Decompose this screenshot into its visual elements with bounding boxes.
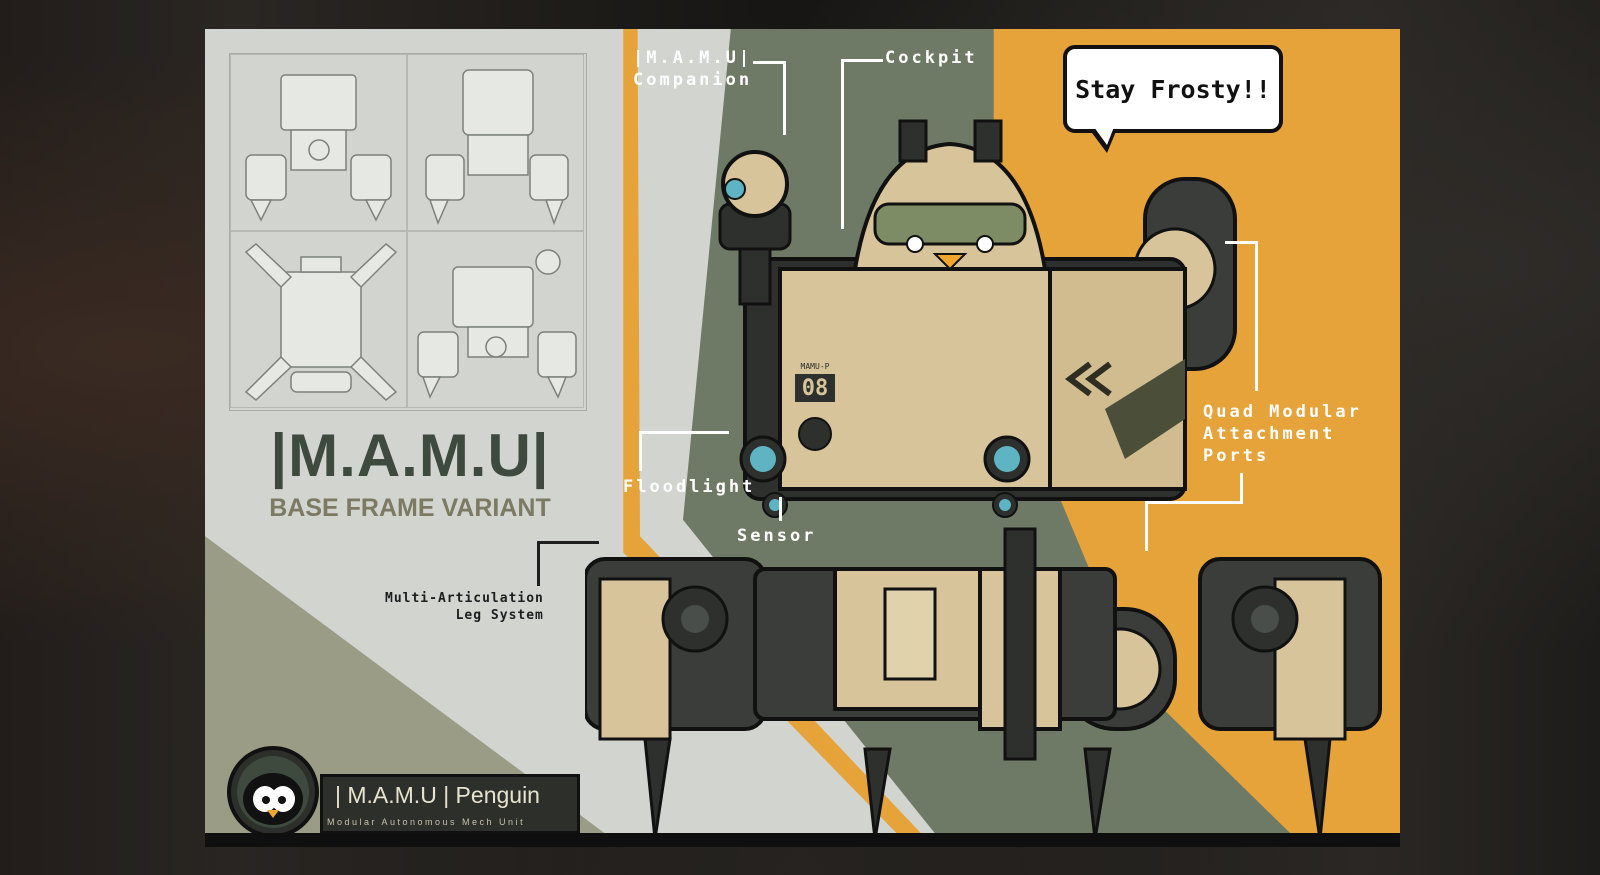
mech-illustration: 08 MAMU-P [585,119,1382,840]
blueprint-grid [229,53,587,411]
mech-pelvis [753,527,1117,761]
mamu-poster: |M.A.M.U| BASE FRAME VARIANT [205,29,1400,847]
badge-plate: | M.A.M.U | Penguin Modular Autonomous M… [320,774,580,834]
badge-subtitle: Modular Autonomous Mech Unit [327,817,526,827]
mech-iso-view-icon [417,249,577,399]
mech-cockpit [852,119,1048,271]
page-subtitle: BASE FRAME VARIANT [269,494,551,522]
unit-code-label: MAMU-P [801,362,830,371]
speech-bubble-text: Stay Frosty!! [1075,74,1271,104]
floodlight-callout: Floodlight [623,477,756,497]
blueprint-iso-view [407,231,584,408]
page-title: |M.A.M.U| [270,422,550,489]
mech-back-view-icon [425,69,569,226]
quad-leader-bottom-v2 [1145,501,1148,551]
mech-body: 08 MAMU-P [743,257,1187,501]
sensor-callout: Sensor [737,526,817,546]
leg-system-callout: Multi-Articulation Leg System [385,591,544,623]
cockpit-callout: Cockpit [885,48,978,68]
quad-leader-top-h [1225,241,1257,244]
blueprint-back-view [407,54,584,231]
mech-legs [585,557,1382,840]
mech-companion-drone [718,150,792,306]
cockpit-leader-v [841,59,844,229]
speech-bubble-tail-inner [1094,127,1114,145]
quad-leader-top-v [1255,241,1258,391]
blueprint-top-view [230,231,407,408]
leg-leader-v [537,541,540,586]
floodlight-leader-h [639,431,729,434]
floodlight-leader-v [639,431,642,471]
mech-front-view-icon [245,74,392,222]
mech-top-view-icon [244,243,398,401]
companion-callout: |M.A.M.U| Companion [633,48,753,90]
cockpit-leader-h [843,59,883,62]
quad-leader-bottom-v [1240,473,1243,503]
quad-modular-callout: Quad Modular Attachment Ports [1203,402,1362,466]
companion-leader-h [753,61,785,64]
penguin-emblem-icon [227,746,319,838]
badge-title: | M.A.M.U | Penguin [335,782,540,808]
speech-bubble: Stay Frosty!! [1063,45,1283,133]
unit-number-label: 08 [802,376,829,401]
leg-leader-h [537,541,599,544]
quad-leader-bottom-h [1145,501,1243,504]
sensor-leader-v [779,497,782,521]
penguin-badge: | M.A.M.U | Penguin Modular Autonomous M… [225,744,585,839]
companion-leader-v [783,61,786,135]
bottom-strip [205,833,1400,847]
blueprint-front-view [230,54,407,231]
